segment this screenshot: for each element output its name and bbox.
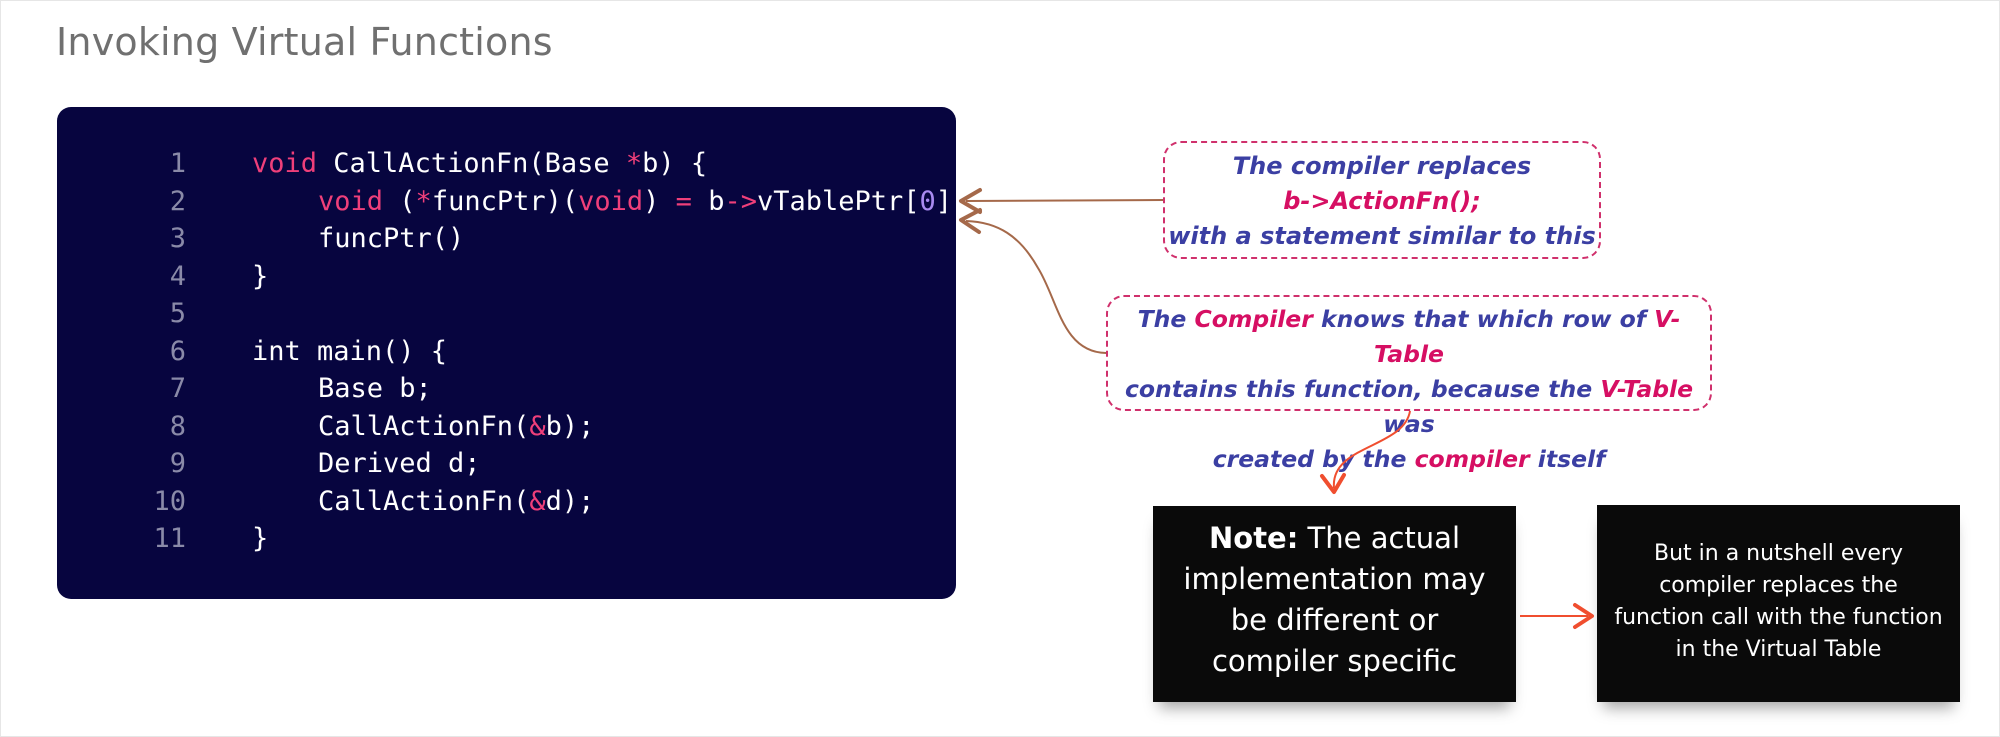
code-text: CallActionFn(&d); — [252, 486, 594, 517]
arrowhead-summary — [1573, 603, 1594, 629]
note-line: compiler specific — [1211, 644, 1457, 678]
summary-line: compiler replaces the — [1659, 573, 1898, 598]
code-text: Derived d; — [252, 448, 481, 479]
code-token: ] — [935, 185, 953, 217]
callout-line: The compiler replaces — [1232, 152, 1532, 180]
callout-line: contains this function, because the V-Ta… — [1124, 375, 1694, 438]
line-number: 10 — [153, 485, 186, 517]
code-token: void — [578, 185, 644, 217]
line-number: 4 — [169, 260, 186, 292]
code-text: funcPtr() — [252, 223, 464, 254]
code-token: CallActionFn( — [318, 485, 530, 517]
code-text: CallActionFn(&b); — [252, 411, 594, 442]
note-line: Note: The actual — [1209, 521, 1460, 555]
code-token: b) { — [642, 148, 708, 179]
code-token: funcPtr() — [318, 223, 465, 254]
code-text: Base b; — [252, 373, 432, 404]
code-token: b); — [545, 410, 595, 442]
line-number: 5 — [169, 298, 186, 329]
code-token: & — [529, 410, 546, 442]
arrowhead-note — [1320, 473, 1346, 494]
callout-line: with a statement similar to this — [1168, 222, 1596, 250]
code-text: } — [252, 523, 268, 554]
code-text: void CallActionFn(Base *b) { — [252, 148, 707, 179]
code-token: int main() { — [252, 335, 448, 367]
callout-code: b->ActionFn(); — [1283, 187, 1481, 215]
code-token: } — [252, 260, 269, 292]
code-token: CallActionFn( — [318, 410, 530, 442]
code-token: void — [318, 185, 384, 217]
code-token: Derived d; — [318, 448, 481, 479]
line-number: 8 — [169, 410, 186, 442]
code-token: funcPtr)( — [431, 185, 579, 217]
line-number: 6 — [169, 335, 186, 367]
code-token: = — [675, 185, 692, 217]
line-number: 1 — [169, 148, 186, 179]
arrow-knows-to-code — [965, 220, 1107, 354]
line-number: 11 — [153, 523, 186, 554]
summary-line: in the Virtual Table — [1675, 637, 1882, 662]
arrowhead-replaces — [959, 188, 982, 214]
code-text: } — [252, 261, 268, 292]
line-number: 7 — [169, 373, 186, 404]
code-token: d); — [545, 485, 595, 517]
code-token: * — [625, 148, 643, 179]
callout-compiler-knows: The Compiler knows that which row of V-T… — [1106, 295, 1712, 473]
code-line: 9 Derived d; — [57, 445, 481, 482]
code-token: Base b; — [318, 373, 432, 404]
arrow-knows-to-note — [1332, 410, 1411, 489]
note-line: implementation may — [1183, 562, 1486, 596]
code-line: 4} — [57, 258, 269, 295]
code-token: ) — [643, 185, 676, 217]
code-line: 8 CallActionFn(&b); — [57, 408, 595, 445]
code-token: & — [529, 485, 546, 517]
code-line: 5 — [57, 295, 252, 332]
callout-compiler-replaces: The compiler replaces b->ActionFn(); wit… — [1163, 141, 1601, 259]
line-number: 2 — [169, 185, 186, 217]
code-line: 6 int main() { — [57, 333, 447, 370]
code-token: -> — [724, 185, 757, 217]
code-line: 10 CallActionFn(&d); — [57, 483, 594, 520]
code-token: vTablePtr[ — [756, 185, 920, 217]
code-text: int main() { — [252, 336, 447, 367]
summary-line: But in a nutshell every — [1653, 541, 1903, 566]
code-token: 0 — [919, 185, 936, 217]
code-line: 1 void CallActionFn(Base *b) { — [57, 145, 707, 182]
arrow-replaces-to-code — [965, 199, 1164, 202]
code-text: void (*funcPtr)(void) = b->vTablePtr[0] — [252, 186, 952, 217]
code-line: 3 funcPtr() — [57, 220, 465, 257]
callout-line: The Compiler knows that which row of V-T… — [1137, 305, 1681, 368]
summary-line: function call with the function — [1614, 605, 1943, 630]
code-token: void — [252, 148, 318, 179]
summary-box: But in a nutshell every compiler replace… — [1597, 505, 1960, 702]
arrowhead-knows — [959, 208, 982, 234]
callout-line: created by the compiler itself — [1212, 445, 1606, 473]
code-line: 11} — [57, 520, 268, 557]
code-line: 7 Base b; — [57, 370, 432, 407]
line-number: 9 — [169, 448, 186, 479]
code-token: b — [691, 185, 725, 217]
line-number: 3 — [169, 223, 186, 254]
code-token: ( — [383, 185, 416, 217]
code-token: * — [415, 185, 432, 217]
slide-title: Invoking Virtual Functions — [56, 20, 553, 64]
code-token: } — [252, 523, 269, 554]
code-token: CallActionFn(Base — [317, 148, 626, 179]
note-box: Note: The actual implementation may be d… — [1153, 506, 1516, 702]
note-line: be different or — [1230, 603, 1439, 637]
